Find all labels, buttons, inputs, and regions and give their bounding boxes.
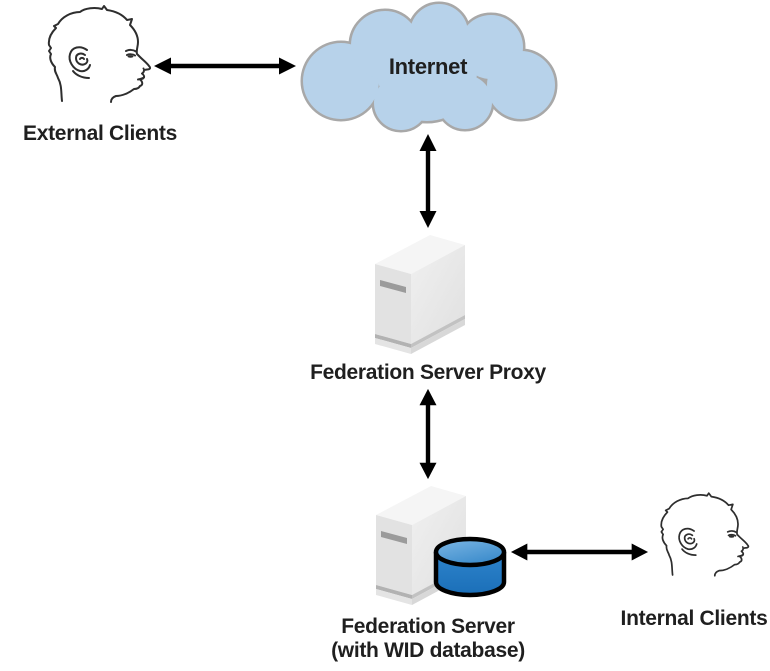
federation-server-label-line2: (with WID database) bbox=[331, 639, 525, 662]
arrow-internet-proxy bbox=[415, 132, 441, 230]
person-head-icon bbox=[30, 0, 160, 115]
external-clients-label: External Clients bbox=[23, 122, 177, 145]
server-tower-icon bbox=[375, 233, 467, 355]
person-head-icon bbox=[645, 488, 757, 587]
arrow-server-internal bbox=[509, 539, 650, 565]
arrow-external-internet bbox=[152, 53, 298, 79]
database-icon bbox=[432, 536, 508, 598]
federation-server-label-line1: Federation Server bbox=[341, 615, 515, 638]
federation-server-label: Federation Server (with WID database) bbox=[268, 615, 588, 663]
internet-label: Internet bbox=[388, 54, 468, 79]
arrow-proxy-server bbox=[415, 387, 441, 481]
internal-clients-label: Internal Clients bbox=[620, 607, 768, 630]
cloud-icon bbox=[300, 1, 558, 133]
federation-server-proxy-label: Federation Server Proxy bbox=[310, 361, 546, 384]
